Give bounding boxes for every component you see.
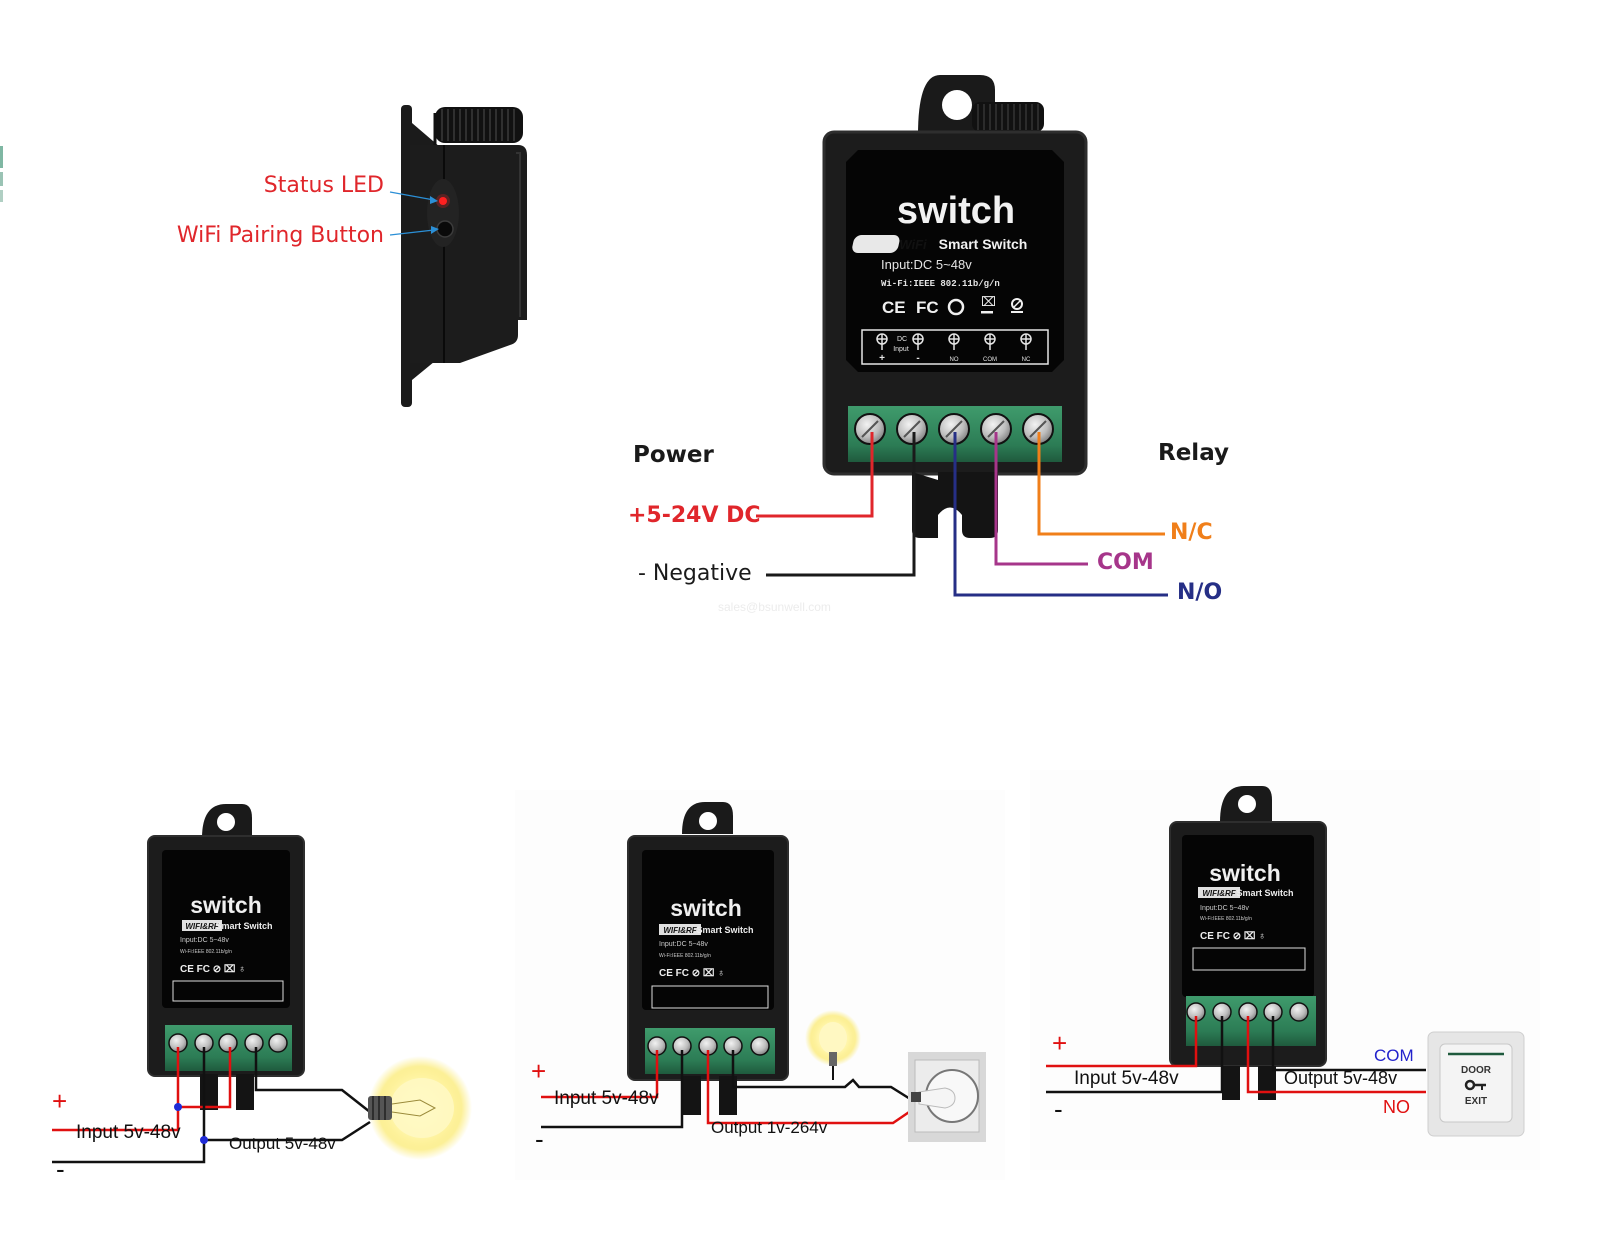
- svg-text:Input:DC 5~48v: Input:DC 5~48v: [659, 941, 708, 948]
- output-voltage-label: Output 1v-264v: [711, 1118, 828, 1137]
- diagram-2-illustration: switch WIFI&RF Smart Switch Input:DC 5~4…: [541, 802, 986, 1142]
- device-front-illustration: switch WiFi Smart Switch Input:DC 5~48v …: [756, 75, 1168, 597]
- edge-artifact: [0, 146, 3, 168]
- input-voltage-label: Input 5v-48v: [76, 1122, 181, 1143]
- device-side-illustration: [389, 105, 527, 407]
- negative-wire-label: - Negative: [638, 561, 752, 586]
- svg-text:COM: COM: [983, 357, 997, 363]
- status-led-label: Status LED: [263, 173, 384, 198]
- svg-text:Smart Switch: Smart Switch: [215, 921, 272, 931]
- minus-label: -: [1054, 1094, 1063, 1124]
- wall-socket-icon: [908, 1052, 986, 1142]
- input-voltage-label: Input 5v-48v: [554, 1088, 659, 1109]
- door-exit-button-icon: DOOR EXIT: [1427, 1031, 1525, 1137]
- watermark: sales@bsunwell.com: [718, 600, 831, 614]
- wifi-pairing-button-label: WiFi Pairing Button: [176, 223, 384, 248]
- light-bulb-icon: [805, 1010, 861, 1080]
- svg-text:CE FC ⊘ ⌧ ♁: CE FC ⊘ ⌧ ♁: [180, 964, 246, 975]
- svg-text:switch: switch: [190, 892, 262, 918]
- svg-text:CE FC ⊘ ⌧ ♁: CE FC ⊘ ⌧ ♁: [659, 968, 725, 979]
- plus-label: +: [52, 1086, 68, 1116]
- svg-text:Wi-Fi:IEEE 802.11b/g/n: Wi-Fi:IEEE 802.11b/g/n: [881, 279, 1000, 289]
- svg-text:CE FC ⊘ ⌧ ♁: CE FC ⊘ ⌧ ♁: [1200, 931, 1266, 942]
- svg-text:WIFI&RF: WIFI&RF: [185, 922, 219, 931]
- svg-text:Input:DC 5~48v: Input:DC 5~48v: [881, 257, 972, 272]
- svg-text:switch: switch: [1209, 860, 1281, 886]
- svg-text:NO: NO: [950, 357, 959, 363]
- svg-text:switch: switch: [670, 895, 742, 921]
- minus-label: -: [56, 1154, 65, 1184]
- svg-text:Wi-Fi:IEEE 802.11b/g/n: Wi-Fi:IEEE 802.11b/g/n: [1200, 916, 1252, 922]
- svg-text:+: +: [879, 353, 885, 364]
- plus-label: +: [531, 1056, 547, 1086]
- wire-negative: [766, 432, 916, 577]
- svg-text:WIFI&RF: WIFI&RF: [1202, 889, 1236, 898]
- wire-nc: [1037, 432, 1165, 536]
- power-section-label: Power: [633, 442, 714, 468]
- certification-icons: CE FC ⌧: [882, 294, 1023, 317]
- positive-wire-label: +5-24V DC: [628, 503, 761, 528]
- svg-text:Smart Switch: Smart Switch: [696, 925, 753, 935]
- edge-artifact: [0, 172, 3, 186]
- nc-wire-label: N/C: [1170, 520, 1213, 545]
- plus-label: +: [1052, 1028, 1068, 1058]
- diagram-1-illustration: switch WIFI&RF Smart Switch Input:DC 5~4…: [52, 804, 472, 1164]
- diagram-3-illustration: switch WIFI&RF Smart Switch Input:DC 5~4…: [1046, 786, 1525, 1137]
- svg-text:-: -: [916, 353, 919, 364]
- svg-text:switch: switch: [897, 190, 1015, 232]
- svg-text:Wi-Fi:IEEE 802.11b/g/n: Wi-Fi:IEEE 802.11b/g/n: [659, 953, 711, 959]
- antenna-coil-icon: [433, 107, 523, 145]
- svg-text:⌧: ⌧: [981, 294, 996, 309]
- svg-text:CE: CE: [882, 298, 906, 317]
- svg-text:FC: FC: [916, 298, 939, 317]
- svg-text:EXIT: EXIT: [1465, 1096, 1487, 1107]
- front-view-section: switch WiFi Smart Switch Input:DC 5~48v …: [600, 60, 1280, 630]
- junction-node-icon: [200, 1136, 208, 1144]
- svg-text:Smart Switch: Smart Switch: [939, 236, 1028, 252]
- wire-com: [994, 432, 1088, 566]
- input-voltage-label: Input 5v-48v: [1074, 1068, 1179, 1089]
- junction-node-icon: [174, 1103, 182, 1111]
- wiring-diagram-2: switch WIFI&RF Smart Switch Input:DC 5~4…: [515, 790, 1005, 1180]
- wire-no: [953, 432, 1168, 597]
- side-view-section: Status LED WiFi Pairing Button: [150, 95, 550, 415]
- terminal-screws: [854, 413, 1054, 445]
- svg-text:WIFI&RF: WIFI&RF: [663, 926, 697, 935]
- svg-text:WiFi: WiFi: [899, 237, 927, 252]
- status-led-icon: [439, 197, 447, 205]
- output-voltage-label: Output 5v-48v: [229, 1134, 336, 1153]
- wiring-diagram-1-content: switch WIFI&RF Smart Switch Input:DC 5~4…: [30, 790, 480, 1184]
- no-wire-label: N/O: [1177, 580, 1223, 605]
- no-label: NO: [1383, 1097, 1410, 1117]
- svg-text:NC: NC: [1022, 357, 1031, 363]
- svg-text:Input:DC 5~48v: Input:DC 5~48v: [1200, 905, 1249, 912]
- wiring-diagram-3: switch WIFI&RF Smart Switch Input:DC 5~4…: [1030, 770, 1540, 1170]
- light-bulb-icon: [368, 1056, 472, 1160]
- svg-text:Wi-Fi:IEEE 802.11b/g/n: Wi-Fi:IEEE 802.11b/g/n: [180, 949, 232, 955]
- svg-text:Input:DC 5~48v: Input:DC 5~48v: [180, 937, 229, 944]
- svg-text:DC: DC: [897, 336, 907, 343]
- edge-artifact: [0, 190, 3, 202]
- relay-section-label: Relay: [1158, 440, 1229, 466]
- svg-text:Smart Switch: Smart Switch: [1236, 888, 1293, 898]
- wire-positive: [756, 432, 874, 518]
- wifi-pairing-button-icon: [436, 220, 454, 238]
- com-wire-label: COM: [1097, 550, 1154, 575]
- minus-label: -: [535, 1124, 544, 1154]
- output-voltage-label: Output 5v-48v: [1284, 1068, 1398, 1088]
- com-label: COM: [1374, 1046, 1414, 1065]
- svg-text:Input: Input: [893, 346, 909, 353]
- svg-text:DOOR: DOOR: [1461, 1065, 1492, 1076]
